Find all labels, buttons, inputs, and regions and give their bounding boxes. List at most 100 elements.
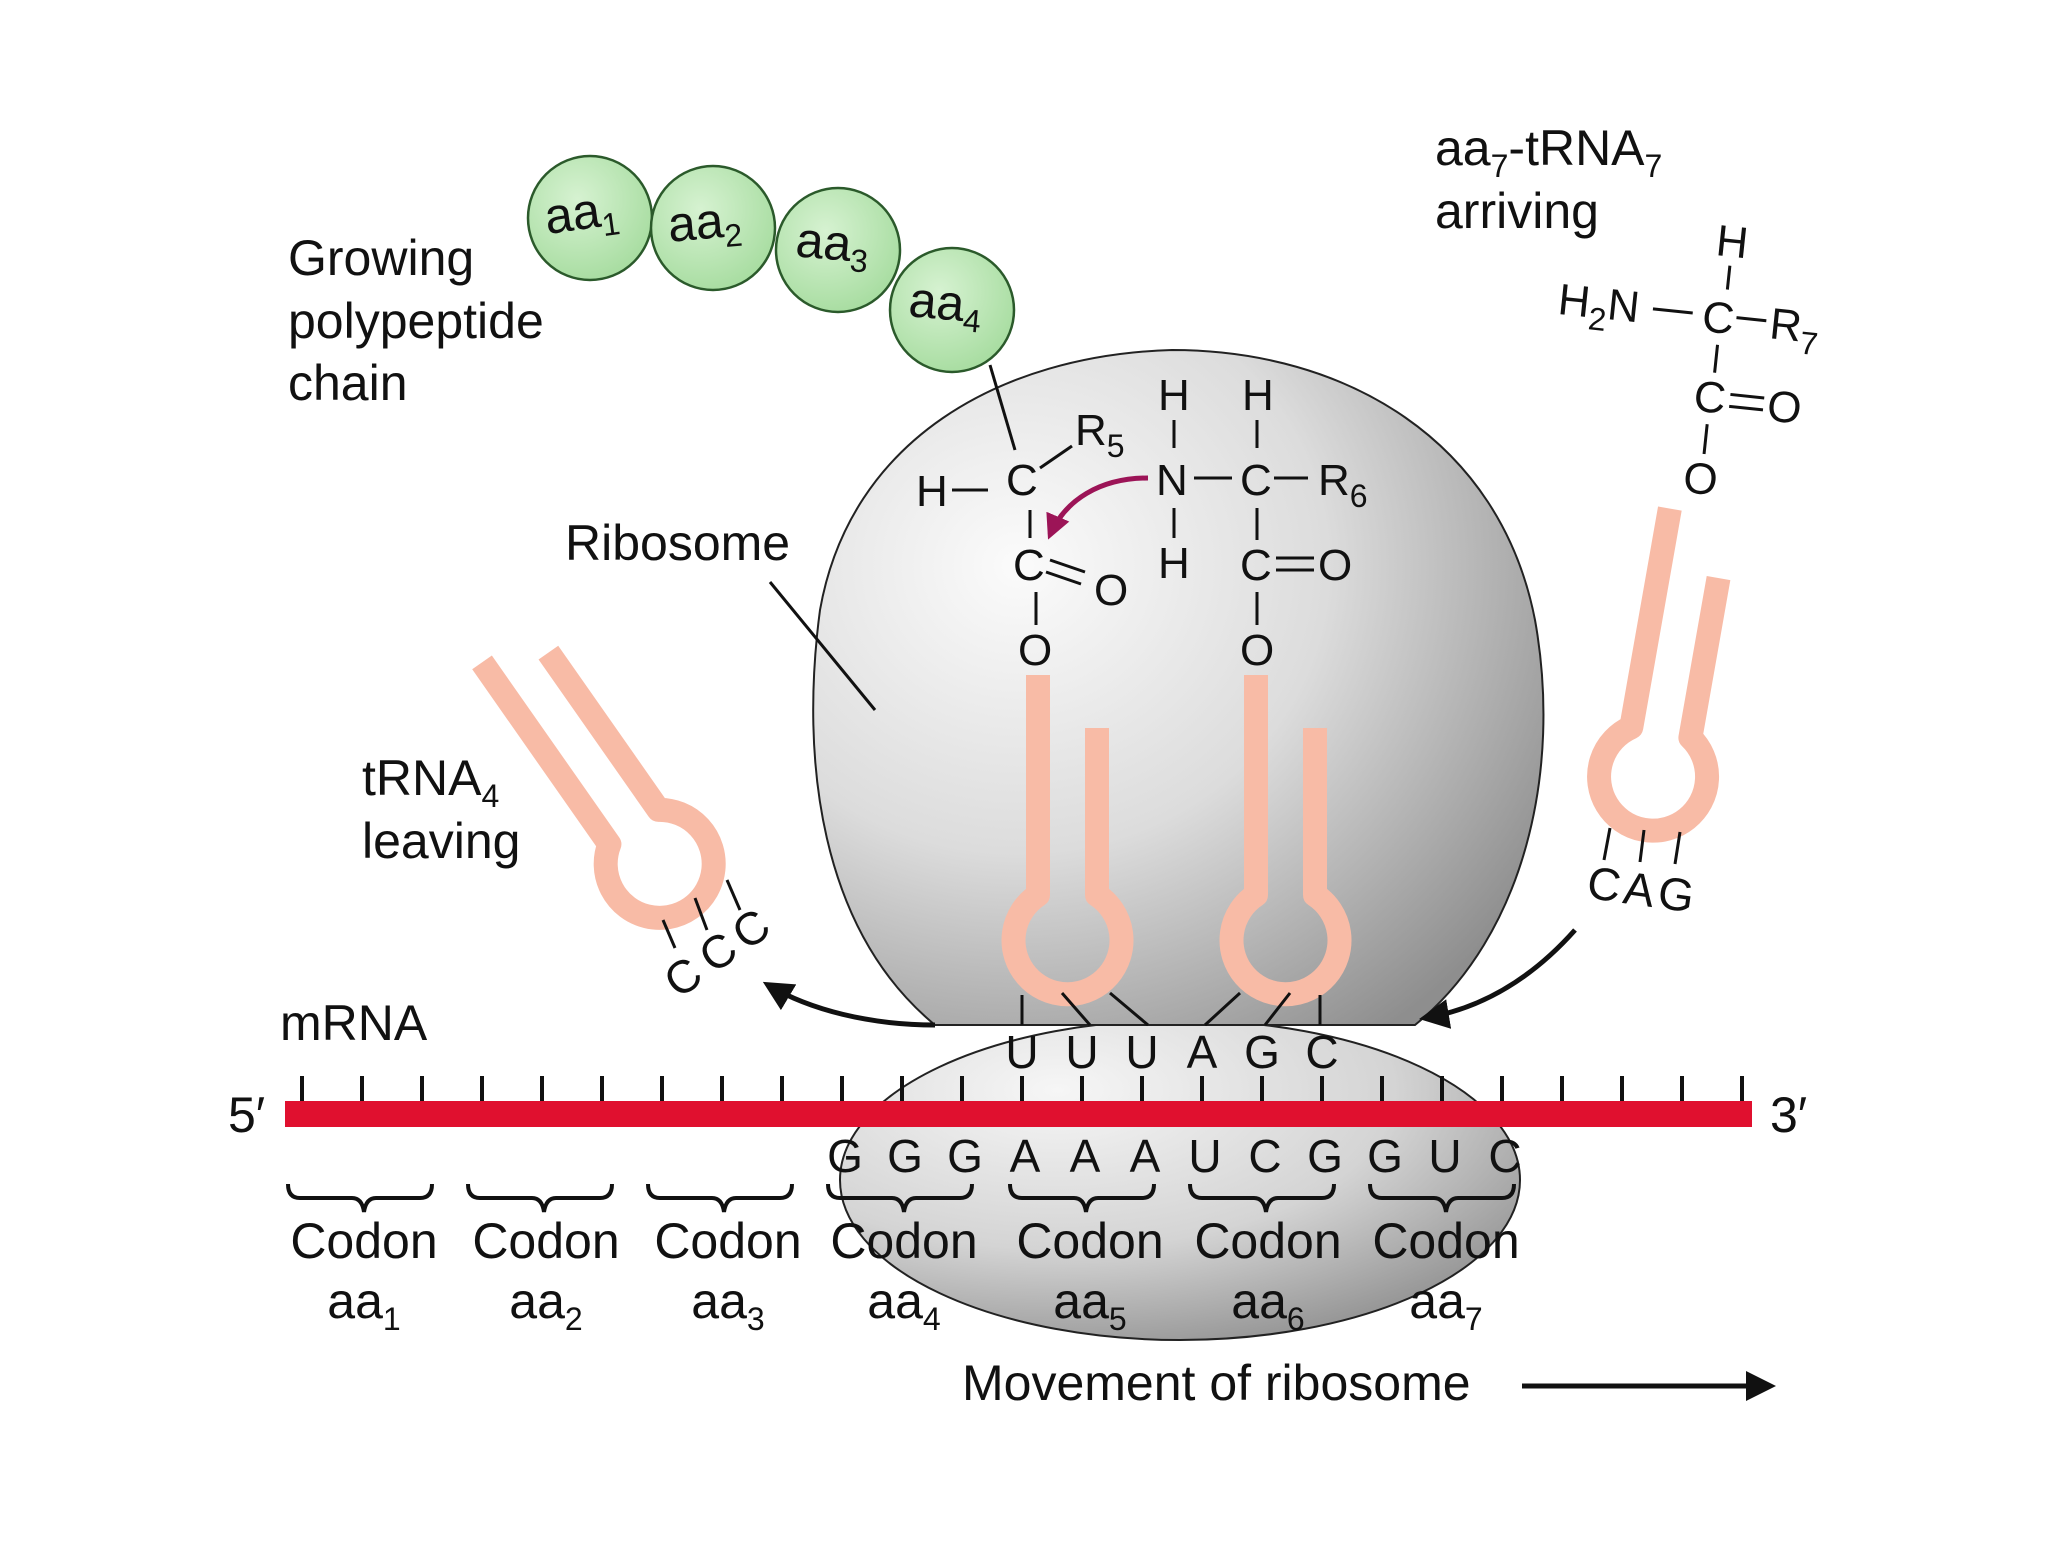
svg-text:H: H (1158, 539, 1190, 588)
svg-text:O: O (1240, 626, 1274, 675)
amino-acid-bead: aa4 (888, 246, 1016, 374)
codon-brace (1368, 1183, 1516, 1213)
svg-text:R7: R7 (1767, 299, 1822, 362)
amino-acid-bead: aa2 (649, 164, 777, 292)
growing-chain-label: Growing polypeptide chain (288, 230, 544, 411)
anticodon-base: C (1305, 1026, 1338, 1078)
anticodon-p-site: U U U (1005, 1026, 1158, 1078)
codon-label: Codon (290, 1213, 437, 1269)
mrna-base: G (947, 1130, 983, 1182)
polypeptide-chain: aa1 aa2 aa3 aa4 (526, 154, 1017, 451)
codon-label-group: Codon aa2 (472, 1213, 619, 1337)
mrna-base: U (1188, 1130, 1221, 1182)
trna-a-site-body (1219, 675, 1352, 1007)
mrna-strand (285, 1076, 1752, 1127)
svg-text:aa3: aa3 (793, 211, 872, 279)
svg-text:C: C (1240, 456, 1272, 505)
svg-text:leaving: leaving (362, 813, 520, 869)
three-prime-label: 3′ (1770, 1087, 1807, 1143)
svg-text:R6: R6 (1318, 456, 1368, 514)
svg-text:R5: R5 (1075, 406, 1125, 464)
codon-aa: aa2 (509, 1273, 582, 1337)
trna-p-site-body (1001, 675, 1134, 1007)
mrna-backbone (285, 1101, 1752, 1127)
svg-text:C: C (1240, 541, 1272, 590)
chain-linker (988, 364, 1017, 451)
trna-entry-arrow (1419, 928, 1577, 1029)
trna-a-site (1219, 675, 1352, 1007)
trna-leaving-body (472, 645, 726, 930)
codon-aa: aa7 (1409, 1273, 1482, 1337)
codon-label: Codon (1016, 1213, 1163, 1269)
codon-label-group: Codon aa7 (1372, 1213, 1519, 1337)
movement-label: Movement of ribosome (962, 1355, 1471, 1411)
anticodon-base: U (1125, 1026, 1158, 1078)
svg-text:aa4: aa4 (906, 271, 985, 339)
codon-label-group: Codon aa4 (830, 1213, 977, 1337)
codon-label-group: Codon aa1 (290, 1213, 437, 1337)
codon-aa: aa6 (1231, 1273, 1304, 1337)
codon-label: Codon (1194, 1213, 1341, 1269)
amino-acid-bead: aa3 (774, 186, 902, 314)
mrna-base: G (1307, 1130, 1343, 1182)
codon-aa: aa4 (867, 1273, 940, 1337)
anticodon-base: C (1584, 856, 1624, 912)
trna-arriving (1587, 506, 1731, 843)
svg-text:tRNA4: tRNA4 (362, 750, 499, 814)
svg-text:C: C (1700, 292, 1737, 344)
mrna-bases: G G G A A A U C G G U C (827, 1130, 1522, 1182)
svg-text:chain: chain (288, 355, 408, 411)
codon-brace (1008, 1183, 1156, 1213)
codon-label: Codon (1372, 1213, 1519, 1269)
trna-p-site (1001, 675, 1134, 1007)
arriving-amino-acid-structure: H H2N C R7 C O O (1556, 216, 1822, 505)
svg-text:O: O (1318, 541, 1352, 590)
codon-braces (286, 1183, 1516, 1213)
mrna-base: G (887, 1130, 923, 1182)
svg-text:H: H (1242, 371, 1274, 420)
codon-label: Codon (830, 1213, 977, 1269)
svg-text:O: O (1681, 453, 1720, 505)
svg-text:aa7-tRNA7: aa7-tRNA7 (1435, 120, 1662, 184)
mrna-base: C (1488, 1130, 1521, 1182)
mrna-base: U (1428, 1130, 1461, 1182)
mrna-tick-group (300, 1076, 1744, 1104)
svg-text:aa2: aa2 (665, 191, 744, 259)
svg-text:aa1: aa1 (541, 179, 622, 251)
svg-text:N: N (1156, 456, 1188, 505)
aminoacyl-residue-structure: H N H C H R6 C O O (1156, 371, 1368, 675)
codon-label: Codon (654, 1213, 801, 1269)
codon-aa: aa3 (691, 1273, 764, 1337)
mrna-base: G (827, 1130, 863, 1182)
svg-text:H: H (1714, 216, 1751, 268)
codon-aa: aa1 (327, 1273, 400, 1337)
svg-text:C: C (1006, 456, 1038, 505)
trna-leaving-label: tRNA4 leaving (362, 750, 520, 869)
svg-text:Growing: Growing (288, 230, 474, 286)
mrna-label: mRNA (280, 995, 428, 1051)
ribosome (812, 348, 1545, 1341)
mrna-base: A (1010, 1130, 1041, 1182)
svg-text:O: O (1765, 381, 1804, 433)
codon-labels: Codon aa1 Codon aa2 Codon aa3 Codon aa4 … (290, 1213, 1519, 1337)
anticodon-base: U (1005, 1026, 1038, 1078)
anticodon-base: A (1620, 861, 1658, 917)
codon-brace (1188, 1183, 1336, 1213)
svg-text:O: O (1018, 626, 1052, 675)
svg-text:arriving: arriving (1435, 183, 1599, 239)
mrna-base: G (1367, 1130, 1403, 1182)
anticodon-base: G (1244, 1026, 1280, 1078)
peptidyl-residue-structure: H C R5 C O O (916, 406, 1128, 675)
anticodon-base: U (1065, 1026, 1098, 1078)
anticodon-base: A (1187, 1026, 1218, 1078)
five-prime-label: 5′ (228, 1087, 265, 1143)
codon-aa: aa5 (1053, 1273, 1126, 1337)
svg-text:H: H (916, 467, 948, 516)
codon-brace (286, 1183, 434, 1213)
codon-label-group: Codon aa6 (1194, 1213, 1341, 1337)
svg-text:polypeptide: polypeptide (288, 293, 544, 349)
mrna-base: C (1248, 1130, 1281, 1182)
peptide-bond-attack-arrow (1046, 475, 1149, 540)
anticodon-base: G (1655, 866, 1698, 922)
